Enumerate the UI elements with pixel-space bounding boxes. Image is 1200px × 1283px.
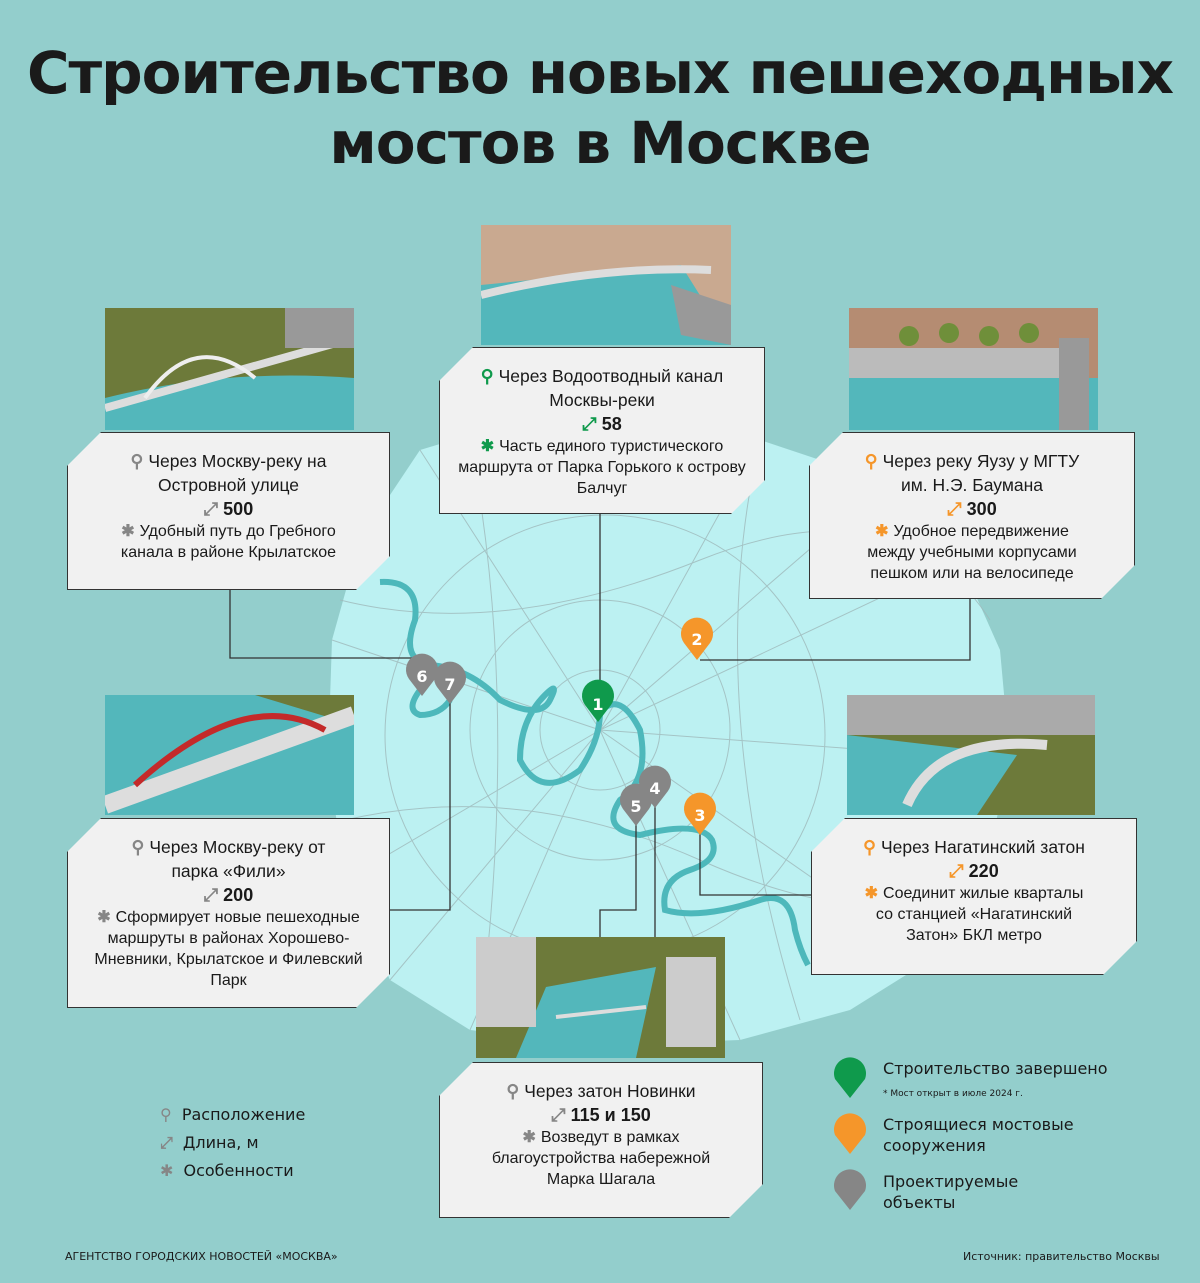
- planned-pin-icon: [834, 1169, 866, 1210]
- feature-text: Удобное передвижение между учебными корп…: [867, 523, 1077, 582]
- legend-features: Особенности: [183, 1161, 294, 1180]
- asterisk-icon: ✱: [480, 438, 495, 455]
- svg-text:6: 6: [416, 667, 427, 686]
- card-bridge-2: ⚲Через реку Яузу у МГТУ им. Н.Э. Баумана…: [809, 432, 1135, 599]
- asterisk-icon: ✱: [875, 523, 889, 540]
- bridge-1-illustration: [481, 225, 731, 345]
- pin-3: 3: [684, 792, 716, 835]
- feature-text: Удобный путь до Гребного канала в районе…: [120, 523, 337, 561]
- length-arrow-icon: ⤢: [582, 414, 597, 434]
- card-bridge-4-5: ⚲Через затон Новинки ⤢115 и 150 ✱Возведу…: [439, 1062, 763, 1218]
- svg-text:5: 5: [630, 797, 641, 816]
- svg-text:7: 7: [444, 675, 455, 694]
- completed-pin-icon: [834, 1057, 866, 1098]
- bridge-4-5-illustration: [476, 937, 725, 1058]
- asterisk-icon: ✱: [864, 885, 879, 902]
- pins: 1 2 3 4 5 6 7: [406, 617, 716, 835]
- bridge-3-illustration: [847, 695, 1095, 815]
- svg-text:4: 4: [649, 779, 660, 798]
- location-pin-icon: ⚲: [130, 451, 144, 471]
- pin-6: 6: [406, 653, 438, 696]
- pin-5: 5: [620, 783, 652, 826]
- length-value: 200: [223, 885, 254, 905]
- source-credit: Источник: правительство Москвы: [963, 1250, 1160, 1263]
- location-text: Через Москву-реку на Островной улице: [148, 451, 327, 495]
- feature-text: Часть единого туристического маршрута от…: [458, 438, 746, 497]
- length-arrow-icon: ⤢: [947, 499, 962, 519]
- length-value: 500: [223, 499, 254, 519]
- location-pin-icon: ⚲: [131, 837, 145, 857]
- connector-lines: [229, 505, 971, 937]
- svg-text:2: 2: [691, 630, 702, 649]
- location-text: Через Нагатинский затон: [880, 837, 1085, 857]
- svg-text:1: 1: [592, 695, 603, 714]
- bridge-7-illustration: [105, 695, 354, 815]
- legend-building: Строящиеся мостовые сооружения: [883, 1115, 1074, 1155]
- location-pin-icon: ⚲: [506, 1081, 520, 1101]
- legend-completed: Строительство завершено: [883, 1059, 1108, 1078]
- length-value: 220: [968, 861, 999, 881]
- location-pin-icon: ⚲: [863, 837, 876, 857]
- length-value: 58: [601, 414, 622, 434]
- location-text: Через реку Яузу у МГТУ им. Н.Э. Баумана: [882, 451, 1080, 495]
- card-bridge-6: ⚲Через Москву-реку на Островной улице ⤢5…: [67, 432, 390, 590]
- asterisk-icon: ✱: [522, 1129, 536, 1146]
- length-arrow-icon: ⤢: [160, 1133, 173, 1152]
- legend-location: Расположение: [181, 1105, 306, 1124]
- agency-credit: АГЕНТСТВО ГОРОДСКИХ НОВОСТЕЙ «МОСКВА»: [65, 1250, 338, 1263]
- length-value: 115 и 150: [570, 1105, 651, 1125]
- asterisk-icon: ✱: [97, 909, 111, 926]
- asterisk-icon: ✱: [160, 1161, 174, 1180]
- bridge-6-illustration: [105, 308, 354, 430]
- icon-legend: ⚲ Расположение ⤢ Длина, м ✱ Особенности: [160, 1105, 305, 1189]
- card-bridge-3: ⚲Через Нагатинский затон ⤢220 ✱Соединит …: [811, 818, 1137, 975]
- building-pin-icon: [834, 1113, 866, 1154]
- svg-text:3: 3: [694, 806, 705, 825]
- pin-7: 7: [434, 661, 467, 704]
- feature-text: Соединит жилые кварталы со станцией «Наг…: [875, 885, 1084, 944]
- length-arrow-icon: ⤢: [551, 1105, 566, 1125]
- page-title: Строительство новых пешеходных мостов в …: [26, 39, 1174, 177]
- location-text: Через Москву-реку от парка «Фили»: [149, 837, 326, 881]
- location-pin-icon: ⚲: [864, 451, 878, 471]
- location-pin-icon: ⚲: [160, 1105, 172, 1124]
- location-text: Через Водоотводный канал Москвы-реки: [498, 366, 724, 410]
- feature-text: Сформирует новые пешеходные маршруты в р…: [94, 909, 363, 989]
- location-text: Через затон Новинки: [524, 1081, 696, 1101]
- bridge-2-illustration: [849, 308, 1098, 430]
- length-value: 300: [966, 499, 997, 519]
- length-arrow-icon: ⤢: [203, 499, 219, 519]
- legend-planned: Проектируемые объекты: [883, 1172, 1019, 1212]
- pin-1: 1: [582, 679, 614, 722]
- pin-2: 2: [681, 617, 714, 660]
- legend-completed-note: * Мост открыт в июле 2024 г.: [883, 1089, 1023, 1099]
- legend-length: Длина, м: [182, 1133, 259, 1152]
- card-bridge-7: ⚲Через Москву-реку от парка «Фили» ⤢200 …: [67, 818, 390, 1008]
- location-pin-icon: ⚲: [480, 366, 494, 386]
- length-arrow-icon: ⤢: [203, 885, 219, 905]
- asterisk-icon: ✱: [121, 523, 135, 540]
- feature-text: Возведут в рамках благоустройства набере…: [491, 1129, 711, 1188]
- moskva-river: [379, 578, 811, 967]
- status-legend-pins: [834, 1057, 866, 1210]
- card-bridge-1: ⚲Через Водоотводный канал Москвы-реки ⤢5…: [439, 347, 765, 514]
- length-arrow-icon: ⤢: [949, 861, 964, 881]
